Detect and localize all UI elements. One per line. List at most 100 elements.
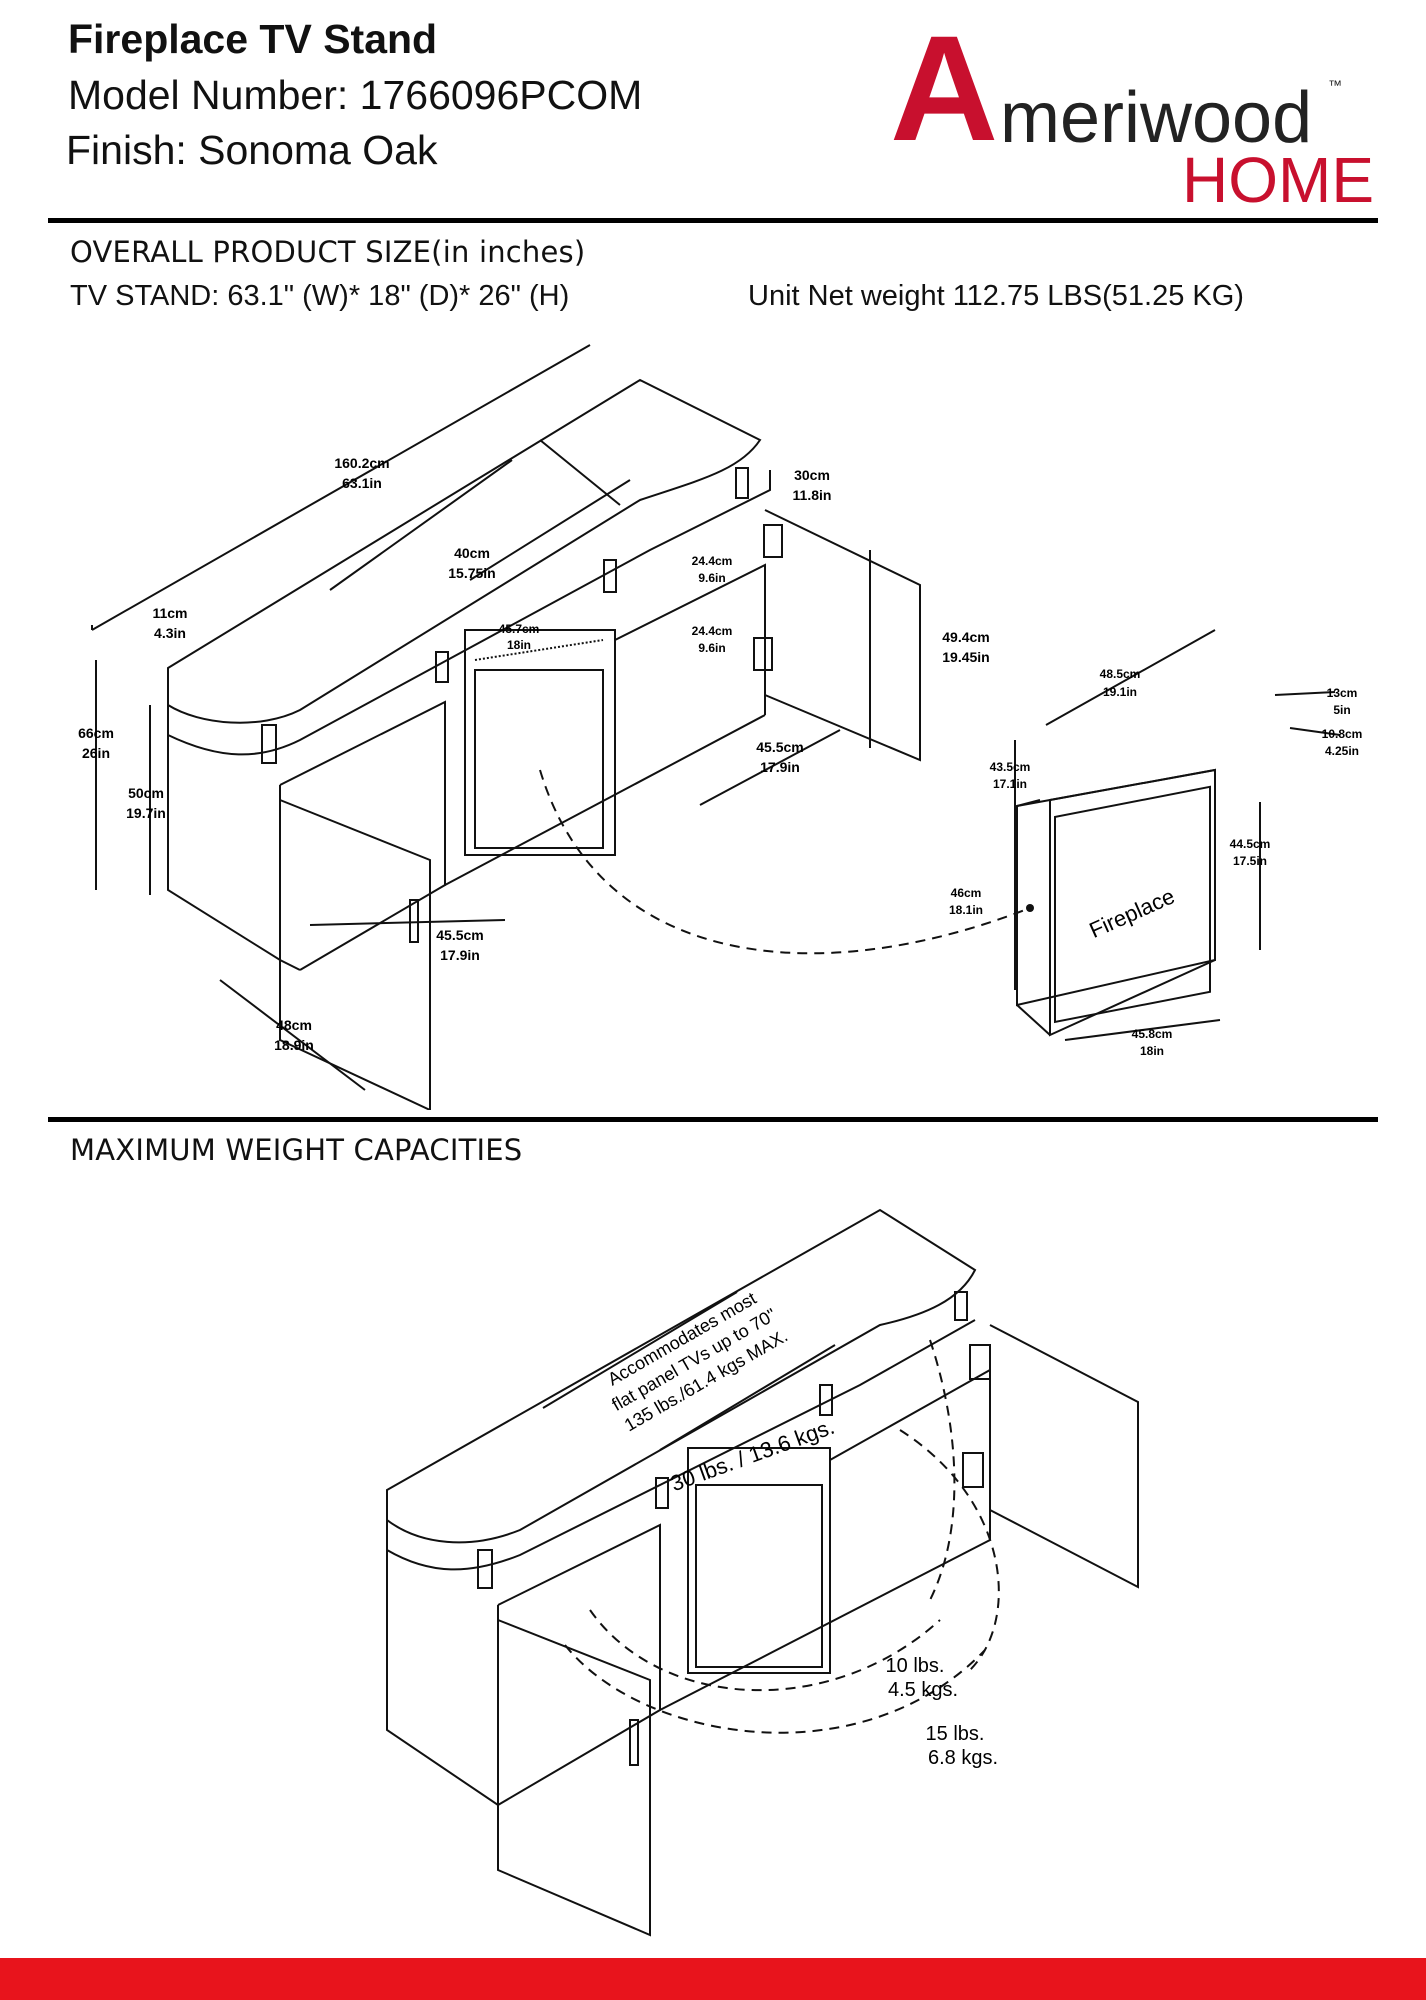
dim-heights <box>95 660 151 895</box>
lbl-fp-front-cm: 44.5cm <box>1230 837 1271 851</box>
lbl-fp-top-cm: 48.5cm <box>1100 667 1141 681</box>
lbl-top-in: 4.3in <box>154 625 186 641</box>
lbl-rdoor-in: 17.9in <box>760 759 800 775</box>
overall-size-heading: OVERALL PRODUCT SIZE(in inches) <box>70 235 586 269</box>
dimension-diagram: 160.2cm 63.1in 30cm 11.8in 40cm 15.75in … <box>78 344 1363 1110</box>
cap-left-front <box>497 1523 661 1806</box>
fireplace-frame <box>464 629 616 856</box>
dim-width-total <box>91 344 591 631</box>
dim-insert <box>1014 629 1261 1041</box>
lbl-hinge-lo-in: 9.6in <box>698 641 725 655</box>
lbl-shelf-cm: 30cm <box>794 467 830 483</box>
logo-letter-a: A <box>890 12 998 172</box>
lbl-fp-depth-a-cm: 13cm <box>1327 686 1358 700</box>
lbl-fp-side-cm: 43.5cm <box>990 760 1031 774</box>
stand-shelf <box>167 470 771 756</box>
capacity-diagram: Accommodates most flat panel TVs up to 7… <box>386 1208 1139 1937</box>
left-door <box>279 798 431 1110</box>
ameriwood-logo: A meriwood ™ HOME <box>890 4 1380 216</box>
cap-top <box>386 1208 977 1544</box>
lbl-fp-side-in: 17.1in <box>993 777 1027 791</box>
cab-a-kgs: 4.5 kgs. <box>888 1679 958 1701</box>
lbl-cabinet-in: 19.7in <box>126 805 166 821</box>
cap-shelf <box>386 1319 976 1571</box>
post-left <box>261 724 277 764</box>
cap-arc-b <box>564 1644 986 1734</box>
lbl-hinge-up-cm: 24.4cm <box>692 554 733 568</box>
fireplace-opening <box>474 669 604 849</box>
cap-right-door <box>989 1324 1139 1589</box>
stand-top-panels <box>329 439 631 591</box>
logo-home: HOME <box>1182 144 1374 212</box>
lbl-fp-h-in: 18.1in <box>949 903 983 917</box>
post-mid <box>435 651 449 683</box>
shelf-capacity: 30 lbs. / 13.6 kgs. <box>667 1414 838 1496</box>
dim-depths <box>219 919 506 1091</box>
lbl-door-height-in: 19.45in <box>942 649 989 665</box>
net-weight: Unit Net weight 112.75 LBS(51.25 KG) <box>748 280 1244 312</box>
lbl-height-in: 26in <box>82 745 110 761</box>
lbl-cabinet-cm: 50cm <box>128 785 164 801</box>
footer-bar <box>0 1958 1426 2000</box>
logo-word: meriwood <box>1000 78 1312 158</box>
post-right <box>603 559 617 593</box>
lbl-fp-depth-b-in: 4.25in <box>1325 744 1359 758</box>
lbl-hinge-lo-cm: 24.4cm <box>692 624 733 638</box>
left-door-handle <box>409 899 419 943</box>
lbl-center-cm: 40cm <box>454 545 490 561</box>
dim-insert-depth <box>1274 691 1341 736</box>
lbl-fp-bot-cm: 45.8cm <box>1132 1027 1173 1041</box>
cab-b-kgs: 6.8 kgs. <box>928 1747 998 1769</box>
cap-post-right <box>819 1384 833 1416</box>
dim-doors <box>699 550 871 806</box>
cap-top-panels <box>542 1291 836 1451</box>
left-cabinet-front <box>279 700 446 971</box>
insert-edges <box>1016 799 1051 1036</box>
lbl-rdoor-cm: 45.5cm <box>756 739 803 755</box>
capacities-heading: MAXIMUM WEIGHT CAPACITIES <box>70 1133 523 1167</box>
logo-tm: ™ <box>1328 77 1342 93</box>
lbl-depth-in: 18.9in <box>274 1037 314 1053</box>
product-title: Fireplace TV Stand <box>68 16 438 62</box>
lbl-fp-depth-a-in: 5in <box>1333 703 1350 717</box>
cap-fireplace-frame <box>687 1447 831 1674</box>
divider-top <box>48 218 1378 223</box>
insert-front-frame <box>1049 768 1216 1037</box>
lbl-width-in: 63.1in <box>342 475 382 491</box>
hinge-lower <box>753 637 773 671</box>
fireplace-grill <box>474 639 604 661</box>
cap-arc-d <box>899 1429 1000 1671</box>
lbl-ldoor-cm: 45.5cm <box>436 927 483 943</box>
cab-a-lbs: 10 lbs. <box>886 1655 945 1677</box>
lbl-opening-cm: 45.7cm <box>499 622 540 636</box>
hinge-upper <box>763 524 783 558</box>
lbl-fp-depth-b-cm: 10.8cm <box>1322 727 1363 741</box>
stand-base <box>444 563 766 886</box>
cap-left-handle <box>629 1719 639 1766</box>
right-door <box>764 509 921 762</box>
divider-mid <box>48 1117 1378 1122</box>
lbl-fp-h-cm: 46cm <box>951 886 982 900</box>
lbl-opening-in: 18in <box>507 638 531 652</box>
post-far <box>735 467 749 499</box>
lbl-hinge-up-in: 9.6in <box>698 571 725 585</box>
stand-top <box>167 378 762 724</box>
cap-post-mid <box>655 1477 669 1509</box>
lbl-shelf-in: 11.8in <box>793 487 832 503</box>
cab-b-lbs: 15 lbs. <box>926 1723 985 1745</box>
cap-post-left <box>477 1549 493 1589</box>
lbl-height-cm: 66cm <box>78 725 114 741</box>
model-number: Model Number: 1766096PCOM <box>68 72 643 118</box>
lbl-fp-front-in: 17.5in <box>1233 854 1267 868</box>
insert-arc <box>539 769 1031 955</box>
lbl-width-cm: 160.2cm <box>334 455 389 471</box>
lbl-depth-cm: 48cm <box>276 1017 312 1033</box>
lbl-fp-top-in: 19.1in <box>1103 685 1137 699</box>
cap-hinge-lower <box>962 1452 984 1488</box>
finish: Finish: Sonoma Oak <box>66 127 438 173</box>
tv-stand-dimensions: TV STAND: 63.1" (W)* 18" (D)* 26" (H) <box>70 280 570 312</box>
lbl-center-in: 15.75in <box>448 565 495 581</box>
insert-front <box>1054 785 1211 1024</box>
lbl-top-cm: 11cm <box>152 605 187 621</box>
cap-fireplace-opening <box>695 1484 823 1668</box>
